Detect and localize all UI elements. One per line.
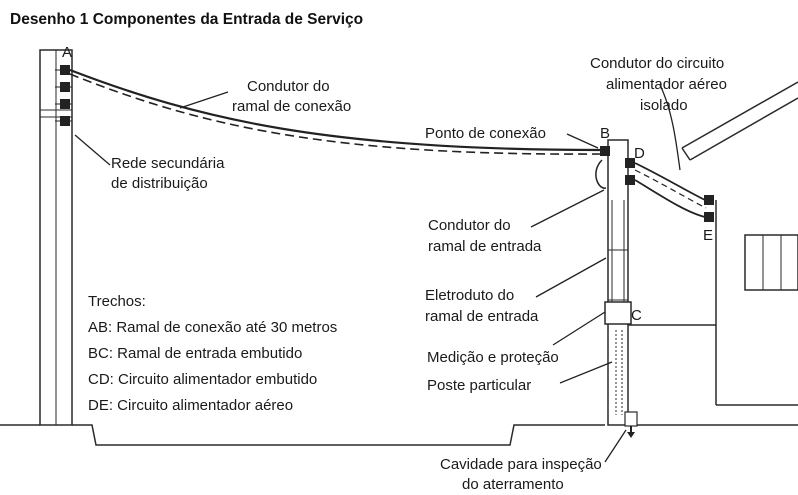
secondary-network-label: Rede secundária de distribuição <box>111 155 229 192</box>
aerial-feeder-label-line1: Condutor do circuito <box>590 55 724 72</box>
aerial-feeder-label-line3: isolado <box>640 97 688 114</box>
aerial-feeder-conductor <box>634 162 707 218</box>
service-drop-label-line2: ramal de conexão <box>232 98 351 115</box>
service-entrance-conductor-label-line1: Condutor do <box>428 217 511 234</box>
segment-ab: AB: Ramal de conexão até 30 metros <box>88 319 337 336</box>
connection-point-insulator <box>600 146 610 156</box>
metering-label: Medição e proteção <box>427 349 559 366</box>
point-a-label: A <box>62 44 72 61</box>
house-insulators <box>704 195 714 222</box>
service-entrance-conductor-label: Condutor do ramal de entrada <box>428 217 542 255</box>
segment-cd: CD: Circuito alimentador embutido <box>88 371 317 388</box>
grounding-cavity-label: Cavidade para inspeção do aterramento <box>440 456 606 493</box>
distribution-pole <box>39 49 73 426</box>
service-entrance-loop <box>595 159 607 189</box>
private-pole-label: Poste particular <box>427 377 531 394</box>
secondary-network-label-line2: de distribuição <box>111 175 208 192</box>
segment-bc: BC: Ramal de entrada embutido <box>88 345 302 362</box>
segment-de: DE: Circuito alimentador aéreo <box>88 397 293 414</box>
diagram-title: Desenho 1 Componentes da Entrada de Serv… <box>10 11 363 28</box>
service-drop-label-line1: Condutor do <box>247 78 330 95</box>
service-entrance-conductor-label-line2: ramal de entrada <box>428 238 542 255</box>
connection-point-label: Ponto de conexão <box>425 125 546 142</box>
secondary-network-insulators <box>55 65 72 126</box>
point-b-label: B <box>600 125 610 142</box>
leader-lines <box>74 84 681 463</box>
private-pole <box>604 139 638 438</box>
aerial-feeder-label: Condutor do circuito alimentador aéreo i… <box>590 55 731 114</box>
segments-heading: Trechos: <box>88 293 146 310</box>
conduit-label-line1: Eletroduto do <box>425 287 514 304</box>
ground-line <box>0 424 605 446</box>
point-d-insulators <box>625 158 635 185</box>
conduit-label-line2: ramal de entrada <box>425 308 539 325</box>
point-c-label: C <box>631 307 642 324</box>
aerial-feeder-label-line2: alimentador aéreo <box>606 76 727 93</box>
conduit-label: Eletroduto do ramal de entrada <box>425 287 539 325</box>
grounding-cavity-label-line1: Cavidade para inspeção <box>440 456 602 473</box>
point-d-label: D <box>634 145 645 162</box>
service-drop-conductor <box>69 68 601 155</box>
segments-legend: Trechos: AB: Ramal de conexão até 30 met… <box>88 293 337 414</box>
house <box>625 81 798 406</box>
grounding-cavity-label-line2: do aterramento <box>462 476 564 493</box>
service-drop-label: Condutor do ramal de conexão <box>232 78 351 115</box>
point-e-label: E <box>703 227 713 244</box>
secondary-network-label-line1: Rede secundária <box>111 155 225 172</box>
